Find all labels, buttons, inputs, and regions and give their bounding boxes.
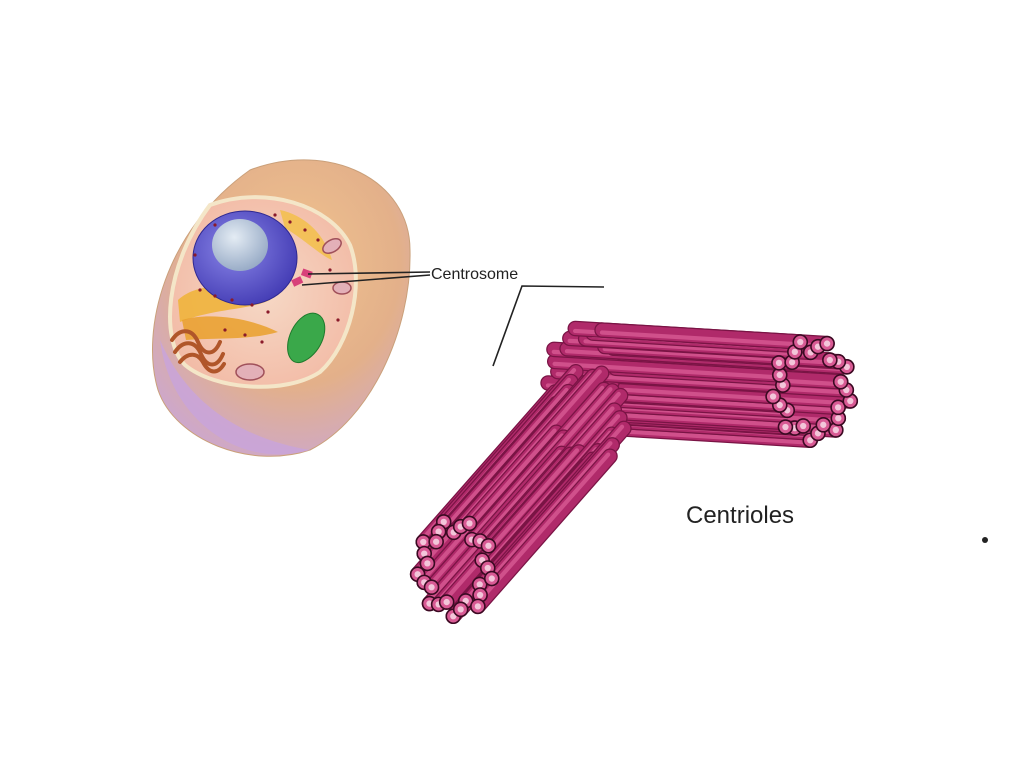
microtubule-end	[438, 594, 455, 610]
microtubule-end	[452, 601, 469, 618]
centrosome-label: Centrosome	[431, 266, 519, 283]
microtubule-end	[771, 355, 787, 371]
green-organelle	[287, 312, 326, 364]
microtubule-end	[822, 352, 838, 368]
golgi-apparatus	[170, 329, 226, 374]
mitochondrion	[322, 238, 342, 254]
stray-dot	[982, 537, 988, 543]
microtubule	[594, 322, 835, 352]
centrosome-leader-lines	[301, 271, 431, 286]
centrosome	[291, 268, 313, 287]
microtubule-end	[423, 579, 440, 596]
microtubule	[617, 379, 859, 409]
microtubule	[438, 444, 587, 610]
microtubule-end	[765, 388, 781, 405]
microtubule-end	[470, 598, 486, 615]
microtubule-end	[815, 417, 832, 433]
microtubule-end	[830, 399, 846, 416]
microtubule-end	[832, 373, 849, 390]
animal-cell	[152, 159, 411, 457]
bracket-line	[492, 285, 605, 367]
microtubule-end	[480, 537, 497, 554]
microtubule-end	[428, 533, 444, 550]
microtubule-end	[819, 335, 835, 352]
centriole-diagonal	[409, 364, 632, 625]
microtubule-end	[419, 555, 436, 572]
microtubule-end	[792, 334, 809, 350]
mitochondrion	[235, 363, 265, 381]
microtubule-end	[777, 419, 794, 435]
ribosomes	[193, 213, 340, 344]
microtubule-end	[795, 418, 812, 434]
mitochondrion	[332, 281, 352, 295]
centriole-horizontal	[540, 320, 859, 449]
centrioles-label: Centrioles	[686, 502, 795, 529]
microtubule-end	[483, 570, 500, 587]
microtubule-end	[771, 367, 788, 383]
nucleolus	[212, 219, 268, 271]
microtubule	[546, 353, 788, 383]
microtubule-end	[461, 515, 478, 532]
